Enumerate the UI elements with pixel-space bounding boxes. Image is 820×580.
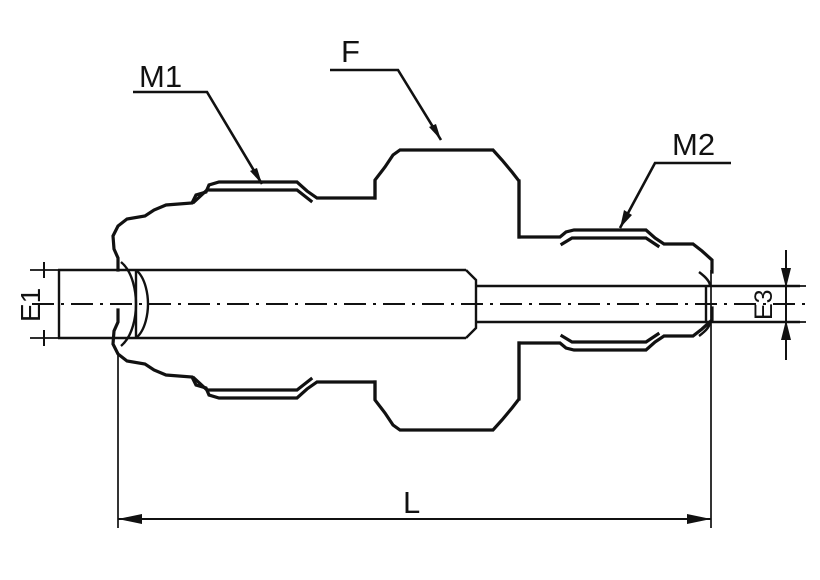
right-hex-flat-m2 <box>559 236 661 344</box>
label-e3: E3 <box>750 289 778 320</box>
e3-arrowhead-top <box>781 268 791 288</box>
e3-arrowhead-bottom <box>781 320 791 340</box>
label-m2: M2 <box>672 127 715 162</box>
m2-arrowhead <box>620 210 632 228</box>
f-arrowhead <box>429 124 441 140</box>
label-l: L <box>403 485 420 520</box>
l-arrowhead-left <box>118 514 142 524</box>
label-f: F <box>341 34 360 69</box>
f-leader <box>330 68 443 141</box>
label-e1: E1 <box>15 288 46 322</box>
m1-arrowhead <box>250 168 262 184</box>
e3-dimension-group <box>712 250 806 360</box>
l-dimension-group <box>117 270 712 528</box>
m2-leader <box>618 161 731 229</box>
part-outline-upper <box>111 148 714 274</box>
left-bore-section <box>57 268 136 340</box>
m1-leader <box>133 90 264 185</box>
mid-step-edges <box>373 179 521 401</box>
e1-dimension-group <box>30 262 60 346</box>
l-arrowhead-right <box>687 514 711 524</box>
label-m1: M1 <box>139 59 182 94</box>
part-outline-lower <box>111 306 714 432</box>
left-hex-flat-m1 <box>191 188 314 392</box>
